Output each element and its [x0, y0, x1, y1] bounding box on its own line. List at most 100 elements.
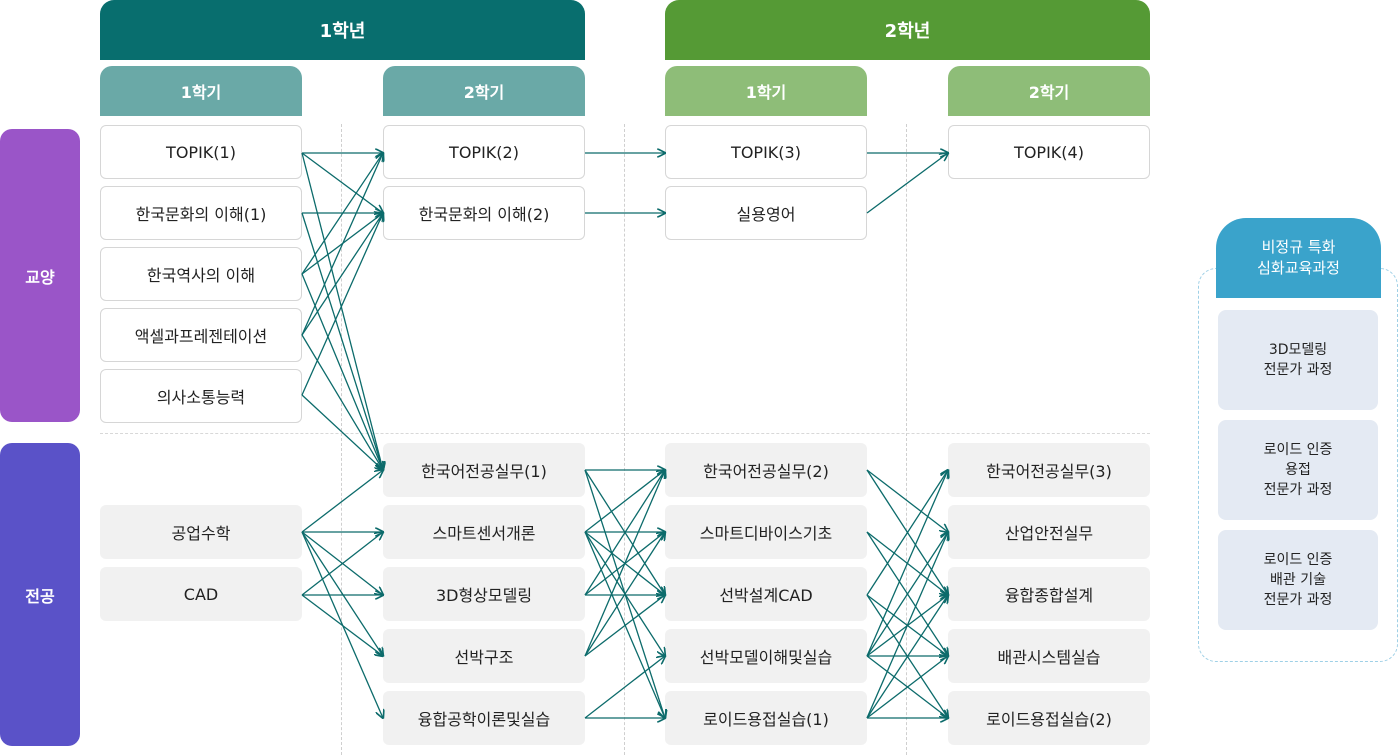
course-topik-2: TOPIK(2) [383, 125, 585, 179]
semester-label: 2학기 [463, 83, 505, 102]
y2-semester-1-header: 1학기 [665, 66, 867, 116]
y1-semester-2-header: 2학기 [383, 66, 585, 116]
course-label: 선박구조 [454, 648, 514, 667]
connector-arrow [584, 470, 665, 596]
course-label: 한국문화의 이해(1) [135, 205, 267, 224]
course-3d-modeling: 3D형상모델링 [383, 567, 585, 621]
special-item-lloyd-welding: 로이드 인증 용접 전문가 과정 [1218, 420, 1378, 520]
course-lloyd-welding-1: 로이드용접실습(1) [665, 691, 867, 745]
connector-arrow [584, 532, 665, 657]
course-smart-device: 스마트디바이스기초 [665, 505, 867, 559]
course-label: 산업안전실무 [1004, 524, 1094, 543]
connector-arrow [866, 532, 948, 719]
connector-arrow [584, 595, 665, 657]
connector-arrow [866, 656, 948, 719]
course-label: 의사소통능력 [156, 388, 246, 407]
connector-arrow [584, 470, 665, 533]
course-label: 한국어전공실무(3) [986, 462, 1112, 481]
connector-arrow [301, 532, 383, 596]
connector-arrow [301, 153, 383, 336]
course-label: 액셀과프레젠테이션 [134, 327, 268, 346]
connector-arrow [866, 595, 948, 719]
course-korean-major-practice-2: 한국어전공실무(2) [665, 443, 867, 497]
course-convergence-design: 융합종합설계 [948, 567, 1150, 621]
course-korean-major-practice-3: 한국어전공실무(3) [948, 443, 1150, 497]
course-korean-major-practice-1: 한국어전공실무(1) [383, 443, 585, 497]
course-korean-culture-2: 한국문화의 이해(2) [383, 186, 585, 240]
connector-arrow [584, 470, 665, 657]
section-divider [100, 433, 1150, 434]
course-label: 한국어전공실무(1) [421, 462, 547, 481]
y1-semester-1-header: 1학기 [100, 66, 302, 116]
course-topik-4: TOPIK(4) [948, 125, 1150, 179]
course-label: 융합종합설계 [1004, 586, 1094, 605]
course-convergence-theory: 융합공학이론및실습 [383, 691, 585, 745]
year-2-label: 2학년 [884, 21, 931, 42]
course-label: 스마트센서개론 [432, 524, 536, 543]
course-ship-design-cad: 선박설계CAD [665, 567, 867, 621]
course-label: 스마트디바이스기초 [699, 524, 833, 543]
course-topik-1: TOPIK(1) [100, 125, 302, 179]
course-label: 실용영어 [736, 205, 796, 224]
connector-arrow [584, 656, 665, 719]
semester-label: 2학기 [1028, 83, 1070, 102]
special-program-title: 비정규 특화 심화교육과정 [1216, 218, 1381, 298]
course-label: 선박설계CAD [719, 586, 813, 605]
course-label: 배관시스템실습 [997, 648, 1101, 667]
course-label: 한국어전공실무(2) [703, 462, 829, 481]
connector-arrow [301, 213, 383, 336]
course-label: 한국문화의 이해(2) [418, 205, 550, 224]
connector-arrow [301, 213, 383, 396]
special-item-3d-modeling: 3D모델링 전문가 과정 [1218, 310, 1378, 410]
course-label: 로이드용접실습(1) [703, 710, 829, 729]
connector-arrow [301, 531, 383, 656]
course-ship-model: 선박모델이해및실습 [665, 629, 867, 683]
course-korean-history: 한국역사의 이해 [100, 247, 302, 301]
category-liberal: 교양 [0, 129, 80, 422]
column-divider [341, 124, 342, 755]
course-label: TOPIK(1) [166, 142, 236, 162]
connector-arrow [301, 152, 383, 470]
connector-arrow [301, 153, 383, 275]
course-piping-system: 배관시스템실습 [948, 629, 1150, 683]
course-label: TOPIK(3) [731, 142, 801, 162]
connector-arrow [866, 532, 948, 657]
column-divider [906, 124, 907, 755]
course-label: TOPIK(4) [1014, 142, 1084, 162]
category-liberal-label: 교양 [25, 267, 55, 287]
column-divider [624, 124, 625, 755]
course-cad: CAD [100, 567, 302, 621]
course-label: 공업수학 [171, 524, 231, 543]
course-korean-culture-1: 한국문화의 이해(1) [100, 186, 302, 240]
connector-arrow [301, 273, 383, 470]
course-label: 선박모델이해및실습 [699, 648, 833, 667]
connector-arrow [301, 594, 383, 656]
course-lloyd-welding-2: 로이드용접실습(2) [948, 691, 1150, 745]
category-major: 전공 [0, 443, 80, 746]
year-1-header: 1학년 [100, 0, 585, 60]
connector-arrow [301, 334, 383, 470]
y2-semester-2-header: 2학기 [948, 66, 1150, 116]
year-2-header: 2학년 [665, 0, 1150, 60]
connector-arrow [301, 212, 383, 470]
semester-label: 1학기 [180, 83, 222, 102]
connector-arrow [301, 394, 383, 470]
connector-arrow [301, 470, 383, 533]
category-major-label: 전공 [25, 586, 55, 606]
special-item-lloyd-piping: 로이드 인증 배관 기술 전문가 과정 [1218, 530, 1378, 630]
connector-arrow [866, 470, 948, 596]
course-topik-3: TOPIK(3) [665, 125, 867, 179]
course-ship-structure: 선박구조 [383, 629, 585, 683]
course-label: 로이드용접실습(2) [986, 710, 1112, 729]
course-smart-sensor: 스마트센서개론 [383, 505, 585, 559]
course-label: 융합공학이론및실습 [417, 710, 551, 729]
connector-arrow [301, 152, 383, 213]
year-1-label: 1학년 [319, 21, 366, 42]
course-communication: 의사소통능력 [100, 369, 302, 423]
course-label: TOPIK(2) [449, 142, 519, 162]
course-label: CAD [183, 584, 219, 604]
course-label: 3D형상모델링 [435, 586, 533, 605]
semester-label: 1학기 [745, 83, 787, 102]
connector-arrow [866, 469, 948, 532]
